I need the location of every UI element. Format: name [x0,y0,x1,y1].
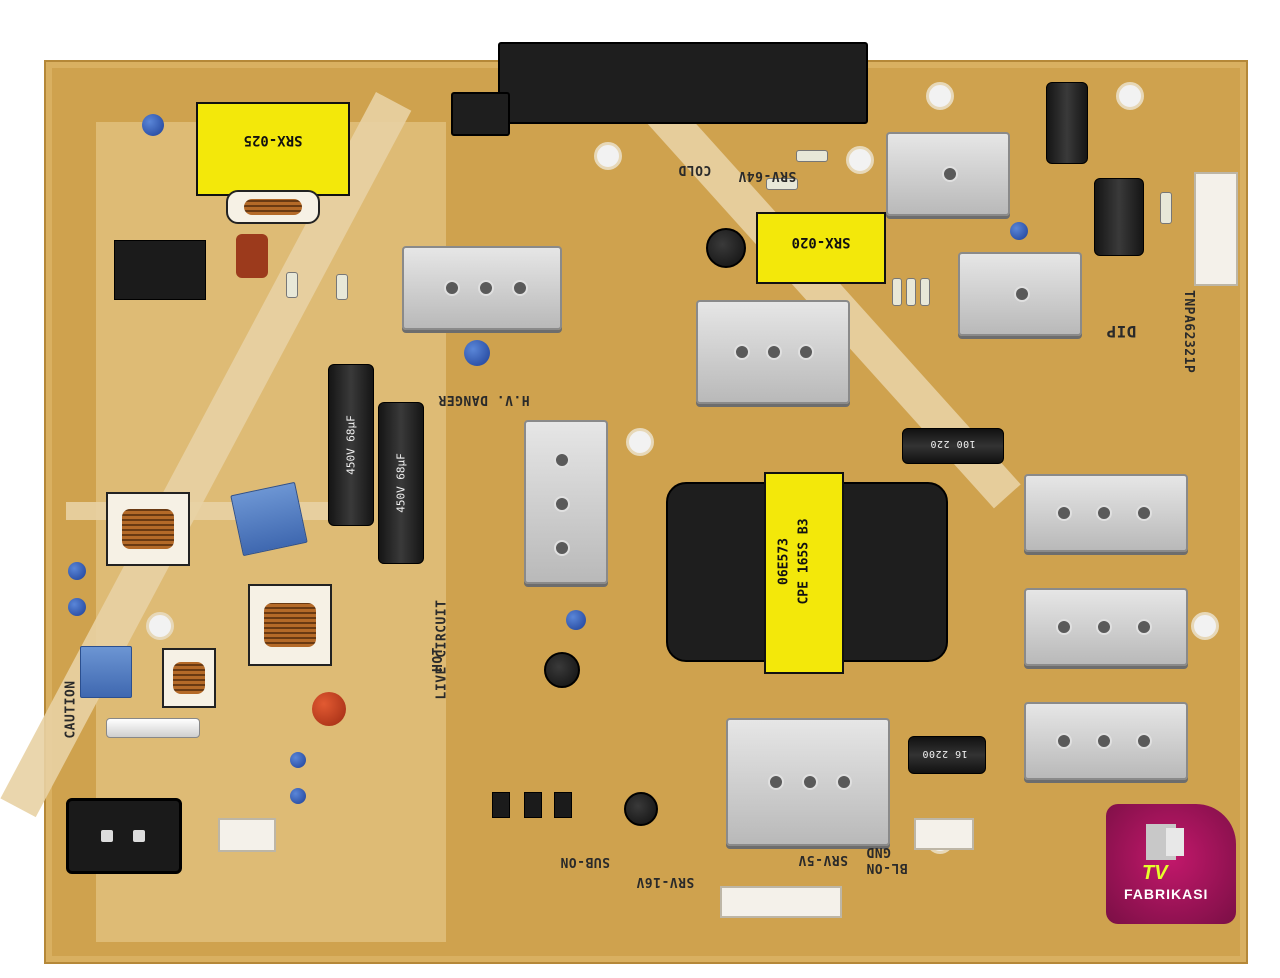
heatsink-right-1 [1024,474,1188,552]
x-capacitor-2 [80,646,132,698]
film-capacitor [236,234,268,278]
heatsink-mid [696,300,850,404]
ceramic-capacitor [464,340,490,366]
caution-label: CAUTION [63,680,79,739]
mount-hole [146,612,174,640]
mount-hole [1191,612,1219,640]
ceramic-capacitor [566,610,586,630]
srv-16v-label: SRV-16V [636,874,695,889]
standby-transformer: SRX-025 [196,102,350,196]
small-cap-center [544,652,580,688]
heatsink-mid-right [958,252,1082,336]
ceramic-capacitor [68,562,86,580]
optocoupler-3 [554,792,572,818]
resistor [920,278,930,306]
small-cap [706,228,746,268]
logo-text-fabrikasi: FABRIKASI [1124,886,1209,902]
resistor [286,272,298,298]
mount-hole [846,146,874,174]
logo-text-tv: TV [1142,862,1168,884]
top-connector-ridge [451,92,510,136]
output-connector-right [1194,172,1238,286]
cold-label: COLD [678,162,712,177]
line-filter [162,648,216,708]
bl-on-label: BL-ON [866,860,908,875]
electrolytic-cap-16-2200 [908,736,986,774]
resistor [766,178,798,190]
sub-on-label: SUB-ON [560,854,610,869]
optocoupler-2 [524,792,542,818]
common-mode-choke-1 [106,492,190,566]
heatsink-center [524,420,608,584]
resistor [892,278,902,306]
ceramic-capacitor [68,598,86,616]
main-transformer-label-2: 06E573 [776,538,792,585]
ceramic-capacitor [142,114,164,136]
logo-mark-inner [1166,828,1184,856]
bulk-capacitor-1: 450V 68µF [328,364,374,526]
resistor [336,274,348,300]
dip-label: DIP [1106,322,1137,341]
resistor [906,278,916,306]
small-cap-bottom [624,792,658,826]
main-transformer: CPE 165S B3 06E573 [764,472,844,674]
heatsink-top-right [886,132,1010,216]
standby-transformer-label: SRX-025 [243,132,303,148]
tv-fabrikasi-logo: TV FABRIKASI [1106,804,1236,924]
heatsink-right-3 [1024,702,1188,780]
ac-inlet [66,798,182,874]
board-model-label: TNPA62321P [1181,290,1196,374]
resistor [1160,192,1172,224]
electrolytic-cap-100-220 [902,428,1004,464]
standby-coil [226,190,320,224]
aux-transformer: SRX-020 [756,212,886,284]
srv-64v-label: SRV-64V [738,168,797,183]
cap-16-2200-label: 16 2200 [922,748,968,759]
ceramic-capacitor [1010,222,1028,240]
top-connector [498,42,868,124]
electrolytic-cap-top-right [1046,82,1088,164]
bottom-output-connector [720,886,842,918]
optocoupler-1 [492,792,510,818]
hot-label: HOT [430,647,446,672]
mount-hole [594,142,622,170]
power-supply-board: SRX-025 450V 68µF 450V 68µF [0,42,1248,964]
resistor [796,150,828,162]
heatsink-pfc [402,246,562,330]
fuse [106,718,200,738]
cap-100-220-label: 100 220 [930,438,976,449]
bulk-capacitor-2: 450V 68µF [378,402,424,564]
main-transformer-label-1: CPE 165S B3 [796,518,812,605]
electrolytic-cap-right [1094,178,1144,256]
gnd-label: GND [866,844,891,859]
hv-danger-label: H.V. DANGER [438,392,530,407]
ceramic-capacitor [290,788,306,804]
srv-5v-label: SRV-5V [798,852,848,867]
mount-hole [626,428,654,456]
ground-lug [218,818,276,852]
gnd-lug [914,818,974,850]
mount-hole [1116,82,1144,110]
ceramic-capacitor [290,752,306,768]
heatsink-bottom [726,718,890,846]
aux-transformer-label: SRX-020 [791,234,851,250]
heatsink-right-2 [1024,588,1188,666]
bridge-rectifier [114,240,206,300]
varistor [312,692,346,726]
mount-hole [926,82,954,110]
common-mode-choke-2 [248,584,332,666]
